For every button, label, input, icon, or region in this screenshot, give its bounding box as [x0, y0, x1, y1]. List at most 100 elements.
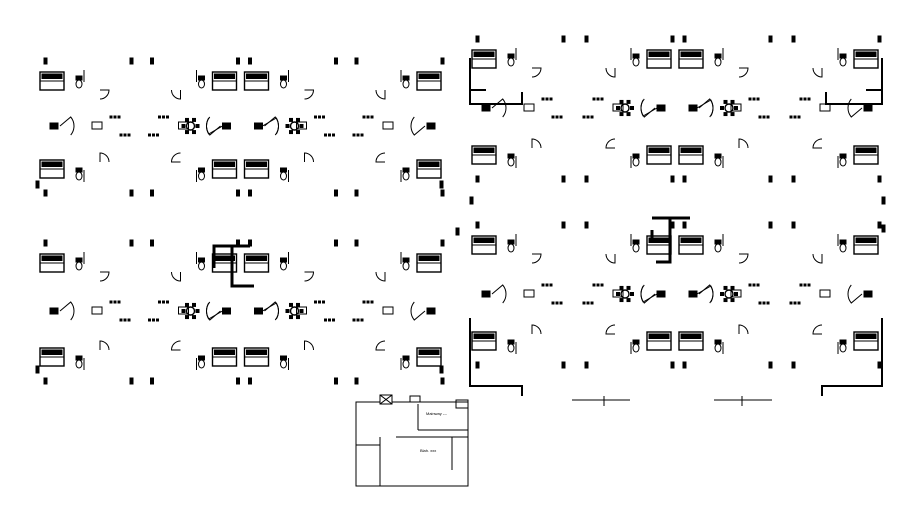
plan-bottom-right-table-left-chair	[626, 298, 631, 303]
plan-bottom-right-bay-right-bed-b-pillow	[855, 333, 877, 339]
plan-top-right-bay-left-door-a	[531, 67, 542, 78]
plan-bottom-right-bay-right-fixture	[807, 283, 811, 287]
plan-bottom-left-bay-right-fixture	[370, 300, 374, 304]
plan-bottom-left-bay-left-column	[129, 377, 134, 385]
plan-bottom-left-bay-center-right-fixture	[332, 318, 335, 322]
plan-bottom-right-bay-left-wc-b-tank	[507, 339, 515, 345]
plan-top-left-bay-center-left-wc-a-tank	[198, 75, 205, 81]
plan-top-left-bay-left-column	[43, 189, 48, 197]
plan-top-right-bay-right-door-b	[812, 138, 823, 149]
plan-bottom-right-bay-center-right-door-b	[738, 324, 749, 335]
plan-top-right-table-right-chair	[723, 112, 728, 117]
plan-bottom-right-bay-left-wc-a-tank	[507, 239, 515, 245]
plan-bottom-left-bay-center-right-fixture	[324, 318, 327, 322]
plan-top-left-bay-right-fixture	[370, 115, 374, 119]
plan-bottom-left-bay-center-left-fixture	[166, 300, 169, 304]
plan-top-right-bay-center-right-fixture	[766, 115, 770, 119]
plan-top-left-bay-center-right-fixture	[332, 133, 335, 137]
plan-top-left-bay-left-column	[129, 189, 134, 197]
plan-top-left-corridor-door	[206, 117, 223, 135]
plan-bottom-left-bay-left-column	[43, 239, 48, 247]
plan-bottom-left-bay-right-bed-a-pillow	[418, 255, 440, 261]
plan-bottom-right-bay-center-left-wc-a-tank	[632, 239, 640, 245]
key-plan-entry-cross-2	[379, 394, 393, 405]
plan-bottom-left-bay-center-right-wc-b-tank	[280, 355, 287, 361]
plan-top-left-bay-left-wc-a-tank	[75, 75, 83, 81]
plan-top-right-table-right-top	[724, 103, 734, 113]
plan-bottom-left-bay-center-right-fixture	[322, 300, 325, 304]
plan-top-left-bay-center-right-column	[248, 189, 252, 197]
plan-bottom-right-bay-right-wc-a-bowl	[839, 243, 847, 253]
plan-top-right-bay-center-right-bed-b-pillow	[680, 147, 702, 153]
plan-bottom-left-bay-center-left-fixture	[152, 318, 155, 322]
plan-top-left-bay-center-left-door-a	[171, 89, 181, 100]
plan-bottom-right-bay-center-left-chair	[656, 290, 666, 298]
plan-bottom-left-bay-right-door-main	[410, 301, 426, 321]
plan-bottom-right-bay-right-wc-a-tank	[839, 239, 847, 245]
plan-bottom-right-bay-center-right-wc-b-tank	[714, 339, 722, 345]
plan-bottom-right-table-right-chair	[720, 292, 724, 296]
plan-bottom-left-table-right-chair	[289, 315, 293, 320]
plan-bottom-left-bay-right-desk	[382, 306, 394, 315]
plan-bottom-left-table-left-chair	[185, 302, 189, 307]
plan-bottom-right-corridor-door	[640, 285, 658, 303]
plan-bottom-left-bay-right-door-a	[375, 271, 386, 282]
plan-top-right-bay-left-column	[561, 35, 566, 43]
plan-top-left-bay-center-right-desk	[296, 121, 307, 130]
plan-bottom-right-bay-right-door-main	[847, 284, 863, 304]
plan-top-right-bay-center-right-fixture	[756, 97, 760, 101]
plan-top-left-bay-center-left-chair	[222, 122, 231, 130]
plan-bottom-right-bay-center-left-desk	[612, 289, 624, 298]
plan-top-right-bay-center-left-bed-a-pillow	[648, 51, 670, 57]
plan-bottom-right-bay-right-column	[791, 221, 796, 229]
plan-bottom-left-bay-center-left-wc-a-bowl	[198, 261, 205, 271]
plan-top-left-bay-left-wc-b-bowl	[75, 171, 83, 181]
plan-top-right-bay-left-fixture	[559, 115, 563, 119]
plan-bottom-right-bay-right-door-a	[812, 253, 823, 264]
plan-top-left-bay-right-column	[354, 189, 359, 197]
plan-bottom-left-bay-center-right-fixture	[328, 318, 331, 322]
plan-top-left-bay-right-bed-a-pillow	[418, 73, 440, 79]
plan-bottom-right-table-left-chair	[630, 292, 634, 296]
plan-top-left-bay-center-right-fixture	[314, 115, 317, 119]
plan-bottom-left-bay-center-left-door-b	[170, 340, 181, 351]
plan-top-right-bay-left-wc-b-tank	[507, 153, 515, 159]
plan-top-left-bay-center-left-door-b	[170, 152, 181, 163]
plan-bottom-left-bay-left-fixture	[123, 318, 127, 322]
plan-top-left-bay-center-right-door-a	[304, 89, 315, 100]
plan-bottom-right-bay-center-right-fixture	[756, 283, 760, 287]
plan-top-left-bay-right-fixture	[362, 115, 366, 119]
plan-bottom-left-bay-center-left-bed-b-pillow	[214, 349, 235, 355]
plan-top-left-table-left-chair	[195, 124, 200, 128]
plan-top-right-bay-right-fixture	[803, 97, 807, 101]
plan-bottom-left-bay-center-right-column	[334, 239, 338, 247]
plan-top-right-bay-right-fixture	[789, 115, 793, 119]
plan-top-left-bay-right-desk	[382, 121, 394, 130]
plan-bottom-right-bay-center-left-fixture	[596, 283, 600, 287]
plan-top-left-bay-left-bed-b-pillow	[41, 161, 63, 167]
plan-top-left-bay-right-wc-b-tank	[402, 167, 410, 173]
plan-top-left-bay-center-right-fixture	[318, 115, 321, 119]
plan-top-right-bay-left-door-b	[531, 138, 542, 149]
plan-bottom-left-bay-left-fixture	[127, 318, 131, 322]
plan-top-right-bay-center-right-wc-b-tank	[714, 153, 722, 159]
plan-bottom-left-bay-left-bed-a-pillow	[41, 255, 63, 261]
perimeter-column	[881, 196, 886, 205]
plan-top-right-table-left-chair	[630, 106, 634, 110]
plan-top-right-bay-left-door-main	[491, 98, 507, 118]
plan-top-left-bay-left-desk	[91, 121, 103, 130]
plan-top-right-table-left-chair	[619, 112, 624, 117]
plan-top-left-bay-right-fixture	[360, 133, 364, 137]
plan-bottom-right-bay-left-column	[561, 361, 566, 369]
plan-bottom-left-bay-center-left-column	[150, 377, 154, 385]
perimeter-column	[439, 180, 444, 189]
plan-bottom-left-corridor-door	[262, 302, 279, 320]
plan-top-right-bay-center-left-door-b	[605, 138, 616, 149]
plan-top-left-bay-left-fixture	[113, 115, 117, 119]
plan-bottom-right-bay-center-right-fixture	[758, 301, 762, 305]
plan-bottom-left-table-left-chair	[192, 302, 196, 307]
plan-top-right-bay-left-wc-a-bowl	[507, 57, 515, 67]
plan-bottom-left-bay-center-right-chair	[254, 307, 263, 315]
plan-top-left-bay-center-left-bed-b-pillow	[214, 161, 235, 167]
plan-bottom-right-table-left-chair	[619, 285, 624, 290]
